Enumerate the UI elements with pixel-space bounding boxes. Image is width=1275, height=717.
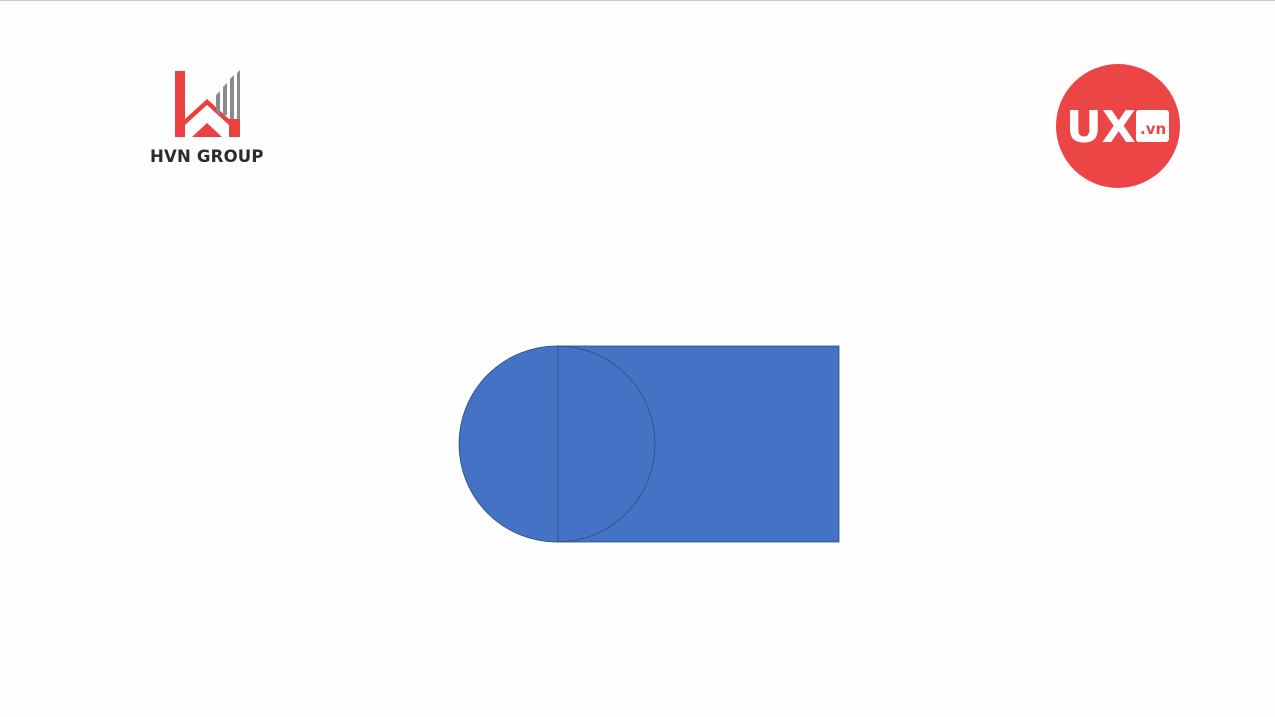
ux-vn-logo-icon: UX .vn [1056,64,1180,188]
shape-diagram [458,345,840,543]
diagram-circle [458,345,656,543]
logo-bar-3 [230,75,234,119]
logo-bar-1 [216,91,220,115]
ux-logo-circle [1056,64,1180,188]
hvn-group-wordmark: HVN GROUP [150,147,264,166]
hvn-group-logo-icon [175,70,240,137]
ux-vn-logo: UX .vn [1056,64,1180,188]
ux-logo-badge [1136,110,1169,142]
ux-logo-vn-text: .vn [1140,120,1166,138]
hvn-group-logo: HVN GROUP [150,67,266,171]
ux-logo-text: UX [1066,102,1136,153]
logo-bar-4 [237,70,240,119]
logo-bar-2 [223,83,227,115]
